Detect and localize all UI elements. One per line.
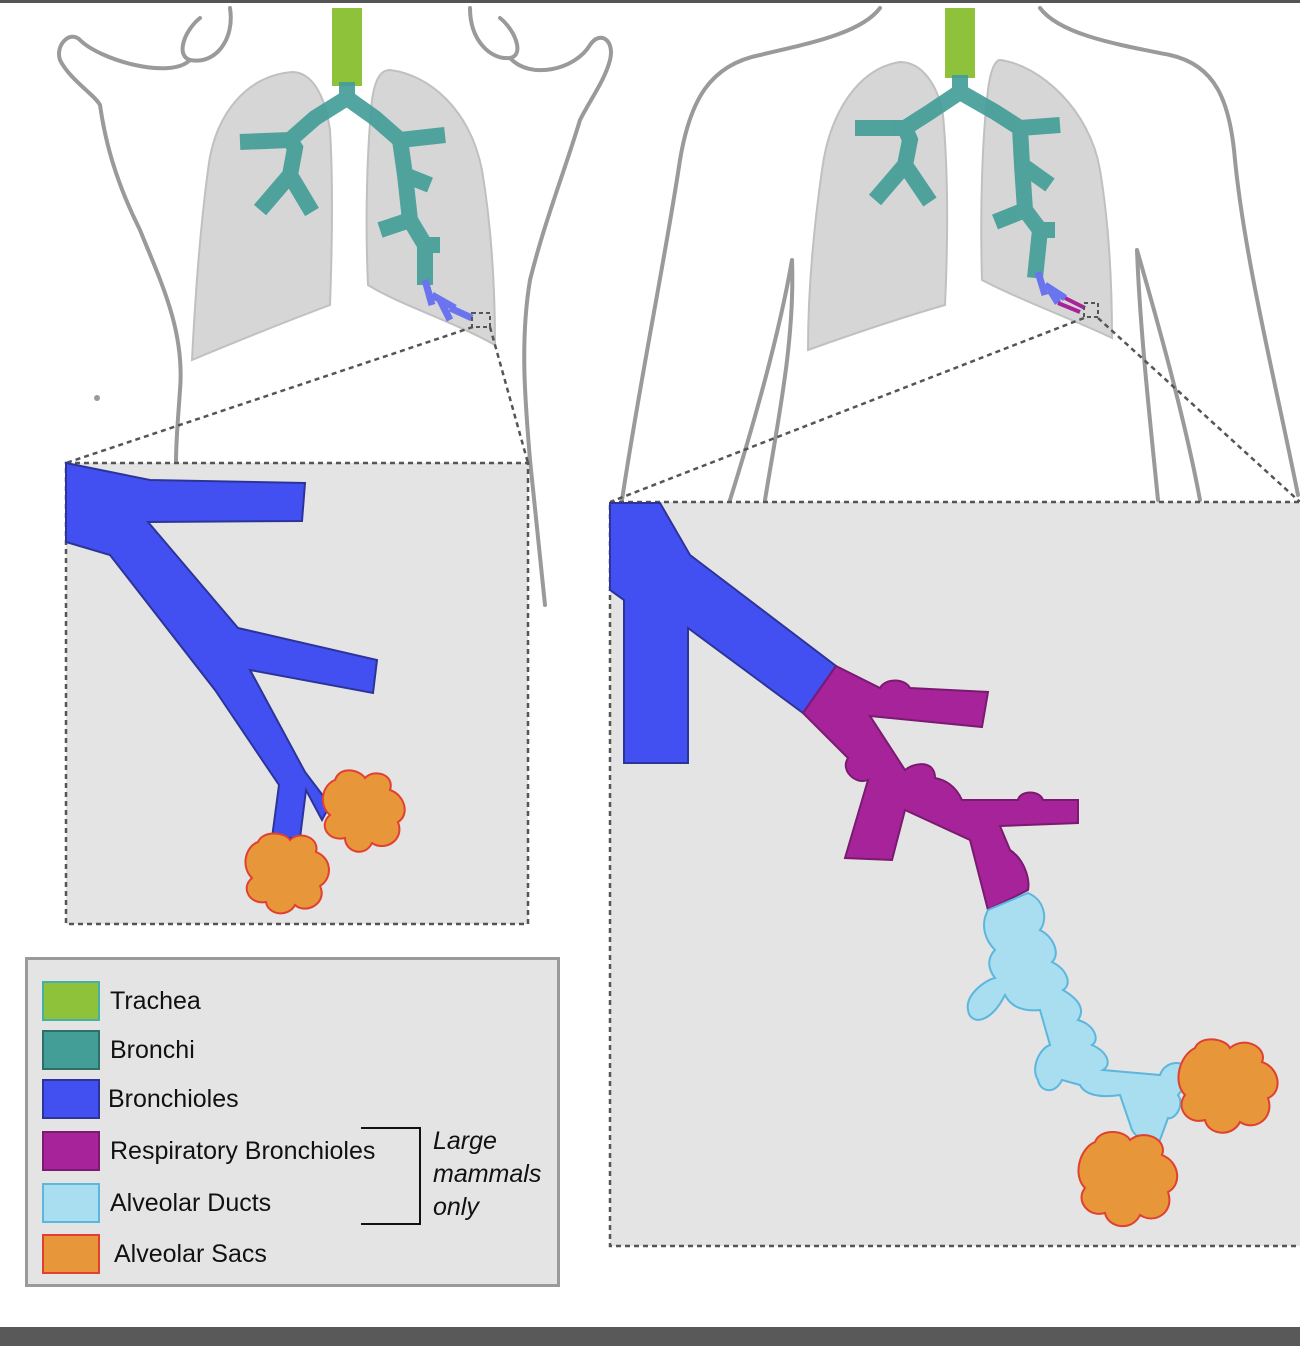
large-mammals-note: Large mammals only: [433, 1127, 542, 1221]
small-mammal-body-outline: [57, 6, 613, 607]
legend-label-alveolar-ducts: Alveolar Ducts: [110, 1188, 272, 1217]
large-mammal-figure: [608, 6, 1300, 1248]
legend-swatch-alveolar-sacs: [42, 1234, 100, 1274]
large-mammals-bracket: [361, 1127, 421, 1225]
small-trachea: [332, 8, 362, 86]
large-zoom-marker: [1083, 302, 1099, 318]
legend-label-alveolar-sacs: Alveolar Sacs: [114, 1239, 267, 1268]
small-zoom-line-2: [488, 326, 530, 464]
small-zoom-marker: [471, 312, 491, 328]
large-resp-bronchioles-mini: [1057, 296, 1086, 314]
large-inset-sac-2: [1077, 1131, 1178, 1227]
large-zoom-line-1: [609, 316, 1085, 504]
legend-item-alveolar-ducts: Alveolar Ducts: [42, 1182, 271, 1224]
legend-swatch-alveolar-ducts: [42, 1183, 100, 1223]
large-bronchi: [855, 75, 1061, 279]
legend-item-respiratory-bronchioles: Respiratory Bronchioles: [42, 1130, 375, 1172]
large-inset-sac-1: [1177, 1038, 1279, 1134]
legend-item-trachea: Trachea: [42, 980, 201, 1022]
legend-label-bronchi: Bronchi: [110, 1035, 195, 1064]
legend: Trachea Bronchi Bronchioles Respiratory …: [25, 957, 560, 1287]
small-inset-bronchiole: [65, 461, 379, 839]
large-trachea: [945, 8, 975, 78]
large-mammal-body-outline: [620, 6, 1300, 502]
legend-swatch-bronchioles: [42, 1079, 100, 1119]
legend-label-respiratory-bronchioles: Respiratory Bronchioles: [110, 1136, 376, 1165]
legend-item-bronchioles: Bronchioles: [42, 1078, 239, 1120]
large-zoom-line-2: [1097, 317, 1300, 503]
large-inset-bronchiole: [609, 502, 838, 764]
legend-swatch-bronchi: [42, 1030, 100, 1070]
small-bronchioles: [421, 279, 474, 322]
legend-label-trachea: Trachea: [110, 986, 201, 1015]
legend-label-bronchioles: Bronchioles: [108, 1084, 239, 1113]
legend-swatch-trachea: [42, 981, 100, 1021]
large-bronchioles: [1034, 270, 1067, 305]
large-inset-respiratory-bronchiole: [801, 664, 1079, 912]
legend-item-alveolar-sacs: Alveolar Sacs: [42, 1233, 267, 1275]
legend-item-bronchi: Bronchi: [42, 1029, 195, 1071]
small-inset-sac-2: [244, 832, 330, 915]
legend-swatch-respiratory-bronchioles: [42, 1131, 100, 1171]
small-mammal-figure: [57, 6, 613, 926]
small-inset-sac-1: [321, 769, 406, 853]
small-zoom-line-1: [65, 325, 474, 465]
bottom-bar: [0, 1327, 1300, 1346]
small-bronchi: [239, 82, 446, 285]
top-border: [0, 0, 1300, 3]
large-right-lung: [980, 58, 1114, 340]
small-dot: [94, 395, 100, 401]
